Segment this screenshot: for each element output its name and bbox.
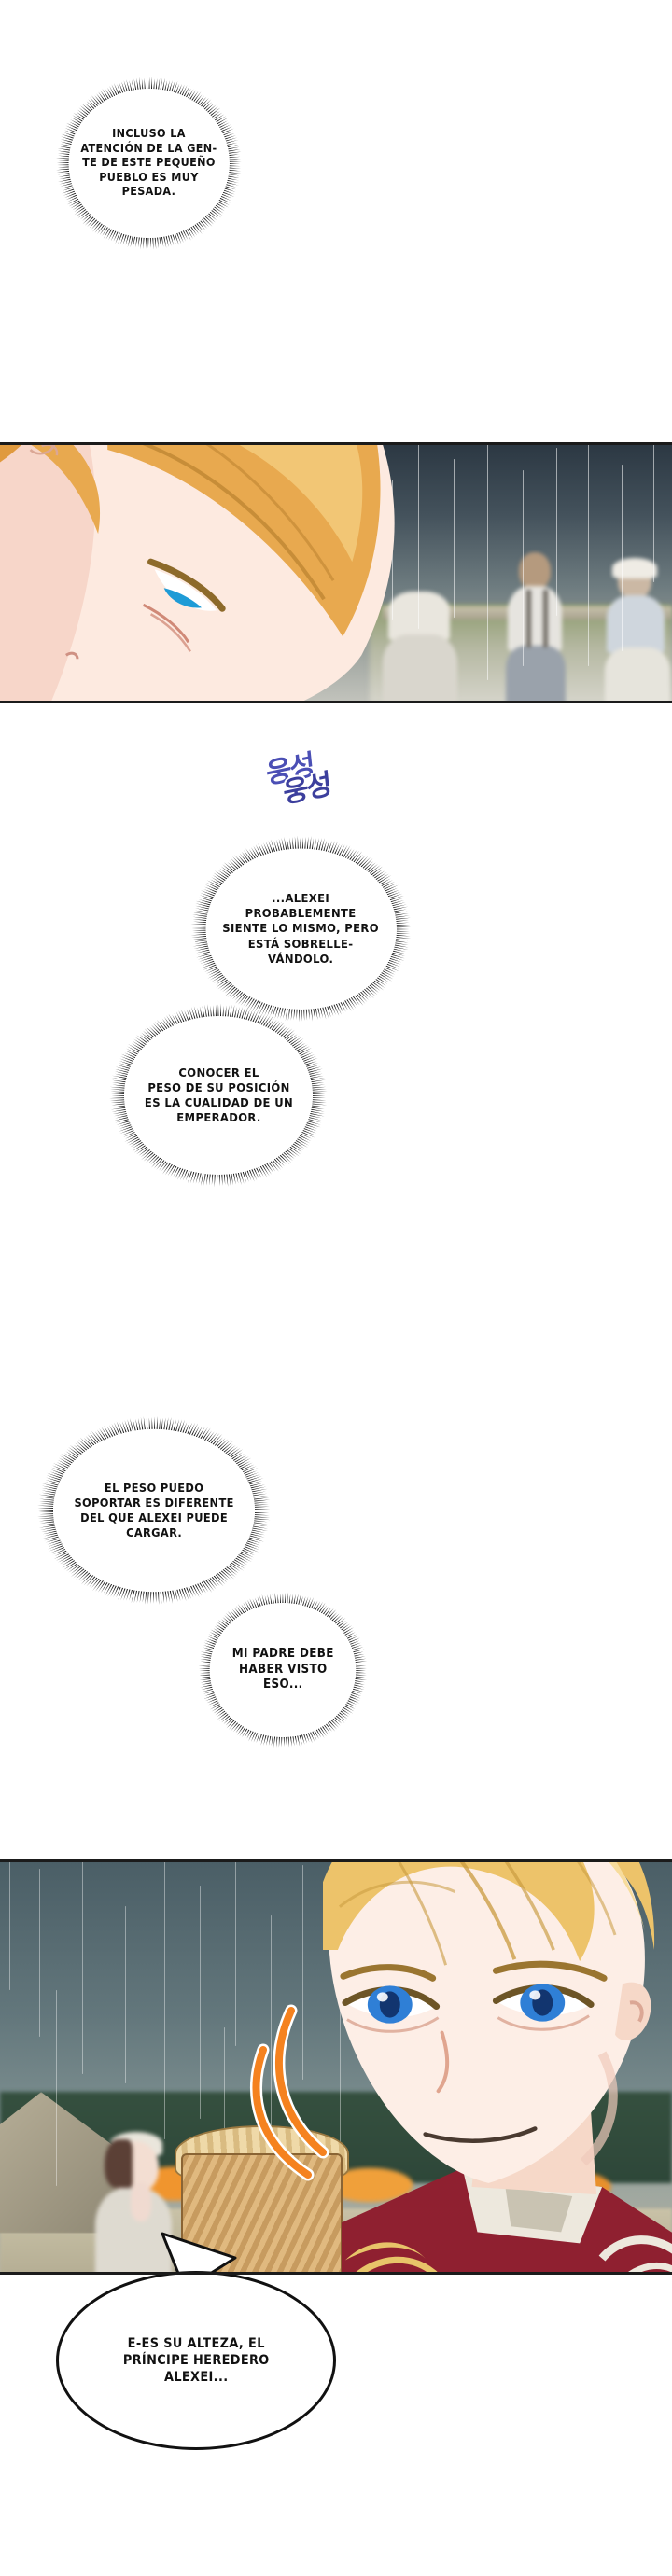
bubble-fill xyxy=(53,1428,255,1593)
panel-border-bottom xyxy=(0,701,672,703)
villager-figure xyxy=(605,558,672,703)
sfx-line-2: 웅성 xyxy=(280,766,334,813)
thought-bubble-4: EL PESO PUEDO SOPORTAR ES DIFERENTE DEL … xyxy=(28,1409,280,1612)
thought-bubble-5: MI PADRE DEBE HABER VISTO ESO... xyxy=(191,1586,374,1754)
thought-bubble-2-text: ...ALEXEI PROBABLEMENTE SIENTE LO MISMO,… xyxy=(222,891,380,966)
panel-border-bottom xyxy=(0,2272,672,2275)
thought-bubble-1: INCLUSO LA ATENCIÓN DE LA GEN- TE DE EST… xyxy=(49,70,249,257)
bubble-fill xyxy=(209,1603,357,1737)
prince-portrait-face xyxy=(322,1859,672,2275)
bubble-fill xyxy=(68,89,230,238)
bubble-fill xyxy=(124,1016,313,1175)
panel-rainy-closeup xyxy=(0,442,672,703)
panel-border-top xyxy=(0,1859,672,1862)
thought-bubble-4-text: EL PESO PUEDO SOPORTAR ES DIFERENTE DEL … xyxy=(74,1481,234,1539)
thought-bubble-3-text: CONOCER EL PESO DE SU POSICIÓN ES LA CUA… xyxy=(144,1065,293,1125)
villager-figure xyxy=(504,552,569,703)
sfx-chatter: 웅성 웅성 xyxy=(263,746,334,813)
thought-bubble-3: CONOCER EL PESO DE SU POSICIÓN ES LA CUA… xyxy=(101,996,336,1194)
motion-swoosh-lines xyxy=(250,1996,377,2182)
character-face-closeup xyxy=(0,442,437,703)
thought-bubble-2: ...ALEXEI PROBABLEMENTE SIENTE LO MISMO,… xyxy=(182,828,420,1029)
bubble-fill xyxy=(205,848,397,1010)
speech-bubble-1-text: E-ES SU ALTEZA, EL PRÍNCIPE HEREDERO ALE… xyxy=(122,2335,270,2386)
speech-bubble-1: E-ES SU ALTEZA, EL PRÍNCIPE HEREDERO ALE… xyxy=(56,2271,336,2450)
panel-border-top xyxy=(0,442,672,445)
villager-bowing xyxy=(90,2132,179,2275)
thought-bubble-1-text: INCLUSO LA ATENCIÓN DE LA GEN- TE DE EST… xyxy=(80,126,217,199)
panel-prince-portrait xyxy=(0,1859,672,2275)
thought-bubble-5-text: MI PADRE DEBE HABER VISTO ESO... xyxy=(231,1647,334,1692)
